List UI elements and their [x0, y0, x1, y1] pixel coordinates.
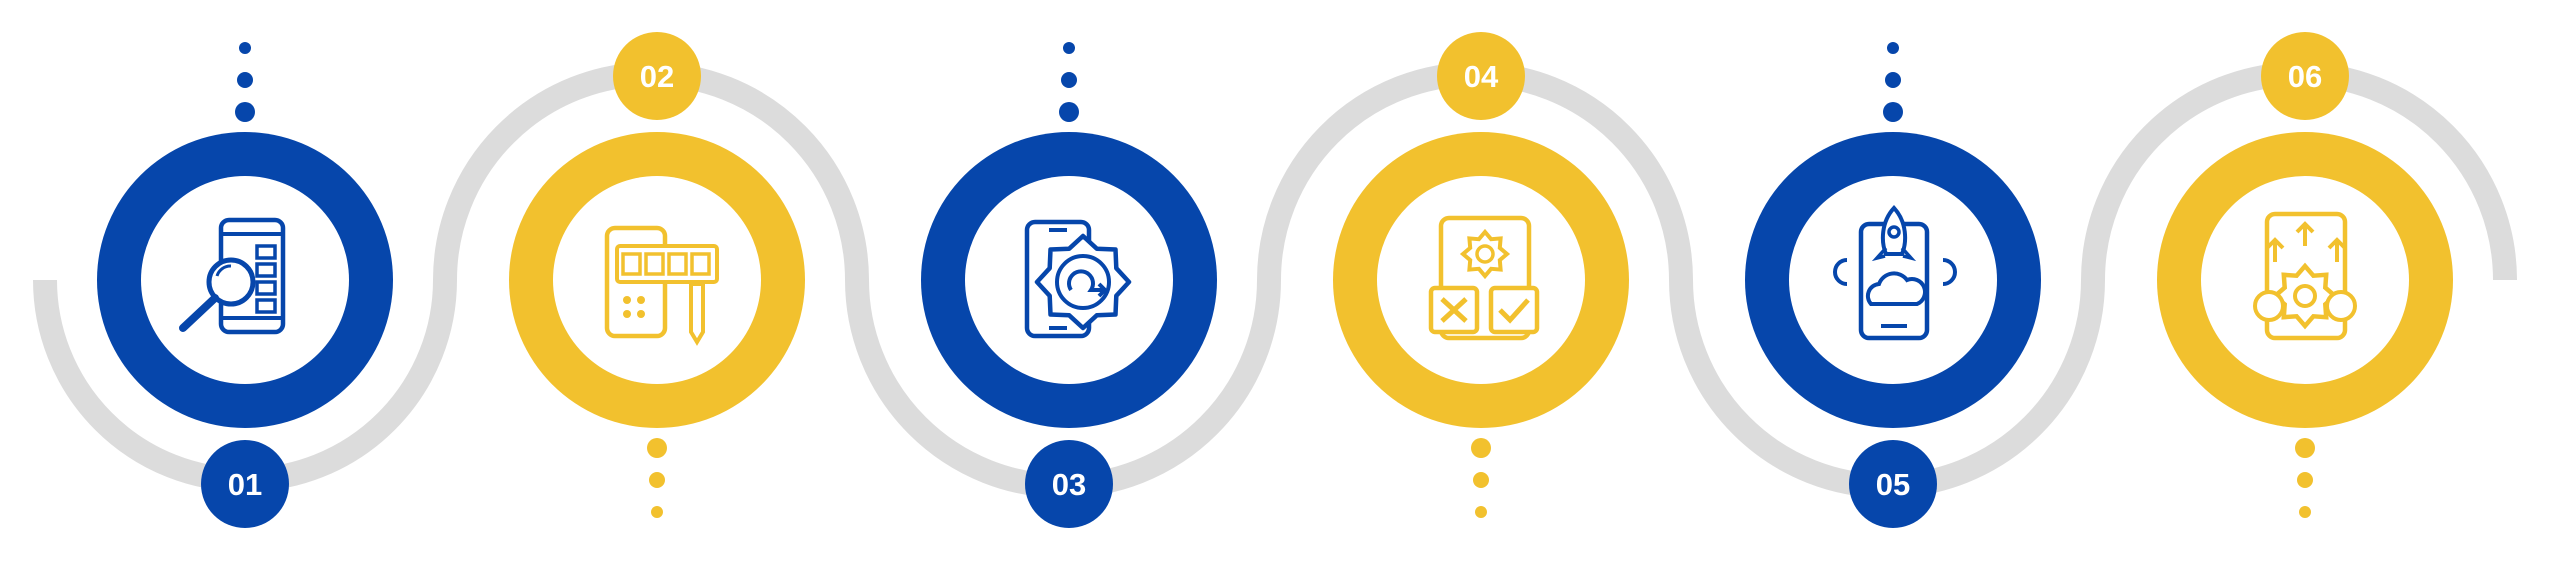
step-number-badge: 02	[613, 32, 701, 120]
mobile-prototype-icon	[604, 225, 719, 346]
step-03: 03	[921, 132, 1217, 528]
step-number: 01	[228, 467, 262, 502]
step-dot-leader	[1883, 42, 1903, 122]
step-number-badge: 03	[1025, 440, 1113, 528]
step-number: 03	[1052, 467, 1086, 502]
step-number-badge: 01	[201, 440, 289, 528]
step-number: 06	[2288, 59, 2322, 94]
step-dot-leader	[1059, 42, 1079, 122]
mobile-search-icon	[179, 217, 286, 335]
step-dot-leader	[235, 42, 255, 122]
step-05: 05	[1745, 132, 2041, 528]
step-dot-leader	[647, 438, 667, 518]
dot-leaders	[235, 42, 2315, 518]
step-number: 02	[640, 59, 674, 94]
step-inner-disc	[1377, 176, 1585, 384]
mobile-growth-gear-icon	[2253, 211, 2357, 341]
step-number: 04	[1464, 59, 1499, 94]
step-number-badge: 06	[2261, 32, 2349, 120]
step-number: 05	[1876, 467, 1910, 502]
connector-track-path	[33, 62, 2517, 498]
step-number-badge: 05	[1849, 440, 1937, 528]
step-04: 04	[1333, 32, 1629, 428]
connector-track	[33, 62, 2517, 498]
step-06: 06	[2157, 32, 2453, 428]
step-dot-leader	[2295, 438, 2315, 518]
mobile-gear-refresh-icon	[1024, 219, 1132, 339]
step-number-badge: 04	[1437, 32, 1525, 120]
step-01: 01	[97, 132, 393, 528]
steps: 01 02 03 04 05 06	[97, 32, 2453, 528]
mobile-rocket-cloud-icon	[1833, 205, 1957, 341]
mobile-test-check-icon	[1428, 215, 1540, 341]
step-dot-leader	[1471, 438, 1491, 518]
step-02: 02	[509, 32, 805, 428]
